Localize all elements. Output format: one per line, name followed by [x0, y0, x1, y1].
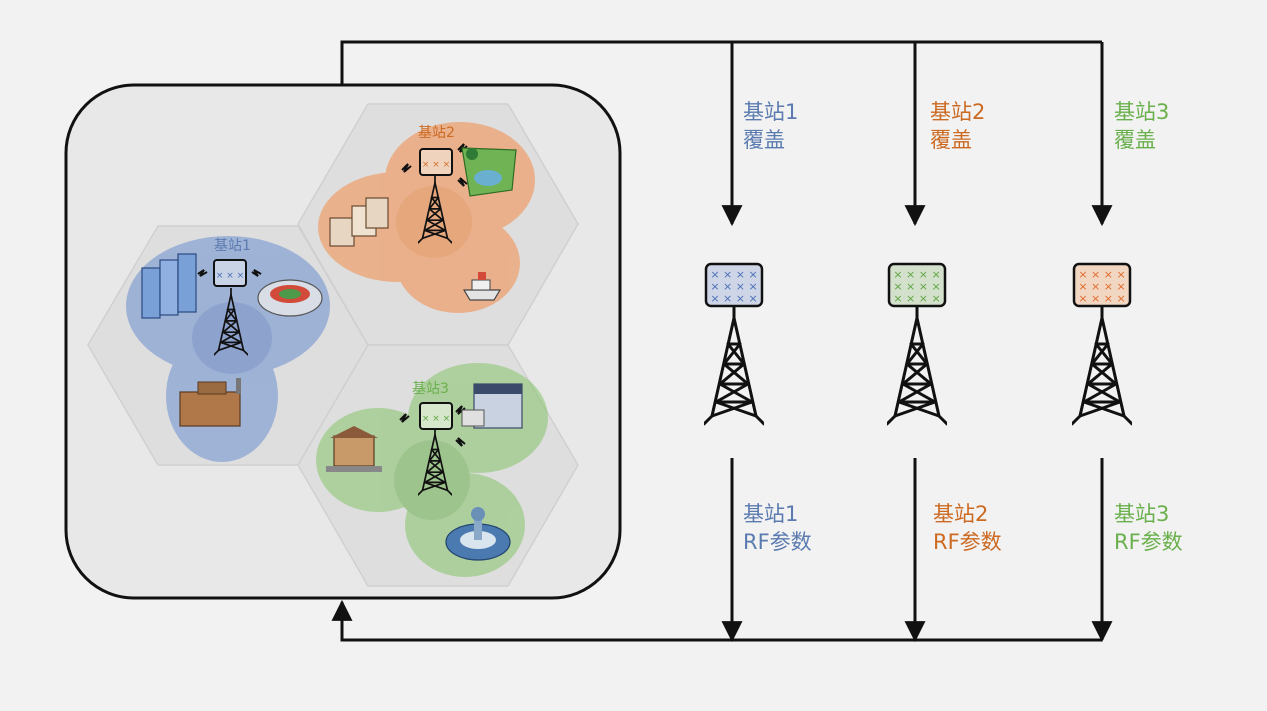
feedback-loop [331, 40, 1113, 643]
svg-text:× × × ×: × × × × [1078, 280, 1125, 293]
map-label-bs1: 基站1 [214, 238, 251, 254]
network-map-panel: × × × × × × × × × [64, 83, 622, 600]
rf-label-line2: RF参数 [1114, 530, 1183, 554]
building-icon [326, 426, 382, 472]
svg-text:× × × ×: × × × × [710, 280, 757, 293]
coverage-label-line1: 基站1 [743, 100, 799, 124]
base-station-1: × × × × × × × × × × × × [704, 262, 764, 426]
svg-text:× × × ×: × × × × [1078, 268, 1125, 281]
factory-icon [179, 378, 241, 427]
park-icon [461, 147, 517, 197]
base-station-3: × × × × × × × × × × × × [1072, 262, 1132, 426]
coverage-label-bs2: 基站2 覆盖 [930, 98, 985, 154]
rf-label-line1: 基站3 [1114, 502, 1170, 526]
airport-icon [445, 507, 511, 561]
svg-text:× × × ×: × × × × [893, 280, 940, 293]
svg-text:× × × ×: × × × × [710, 292, 757, 305]
warehouse-icon [461, 383, 523, 429]
stadium-icon [257, 279, 323, 317]
rf-label-line1: 基站2 [933, 502, 989, 526]
cell-tower-icon [704, 306, 764, 426]
antenna-panel-icon: × × × [419, 402, 453, 430]
coverage-label-line2: 覆盖 [930, 128, 972, 152]
coverage-label-line2: 覆盖 [1114, 128, 1156, 152]
rf-label-bs2: 基站2 RF参数 [933, 500, 1002, 556]
svg-text:× × ×: × × × [422, 414, 450, 424]
building-icon [329, 197, 389, 247]
rf-label-line2: RF参数 [743, 530, 812, 554]
coverage-label-bs3: 基站3 覆盖 [1114, 98, 1169, 154]
base-station-2: × × × × × × × × × × × × [887, 262, 947, 426]
antenna-panel-icon: × × × [419, 148, 453, 176]
map-label-bs2: 基站2 [418, 125, 455, 141]
signal-icon [197, 143, 468, 447]
rf-label-line2: RF参数 [933, 530, 1002, 554]
rf-label-bs1: 基站1 RF参数 [743, 500, 812, 556]
svg-text:× × × ×: × × × × [893, 268, 940, 281]
cell-tower-icon [887, 306, 947, 426]
building-icon [141, 253, 197, 319]
map-label-bs3: 基站3 [412, 381, 449, 397]
coverage-label-bs1: 基站1 覆盖 [743, 98, 798, 154]
coverage-label-line2: 覆盖 [743, 128, 785, 152]
coverage-label-line1: 基站3 [1114, 100, 1170, 124]
antenna-panel-icon: × × × [213, 259, 247, 287]
svg-text:× × × ×: × × × × [710, 268, 757, 281]
svg-text:× × ×: × × × [216, 271, 244, 281]
svg-text:× × × ×: × × × × [1078, 292, 1125, 305]
coverage-label-line1: 基站2 [930, 100, 986, 124]
ship-icon [462, 272, 502, 301]
cell-tower-icon [1072, 306, 1132, 426]
svg-text:× × × ×: × × × × [893, 292, 940, 305]
svg-text:× × ×: × × × [422, 160, 450, 170]
rf-label-line1: 基站1 [743, 502, 799, 526]
rf-label-bs3: 基站3 RF参数 [1114, 500, 1183, 556]
